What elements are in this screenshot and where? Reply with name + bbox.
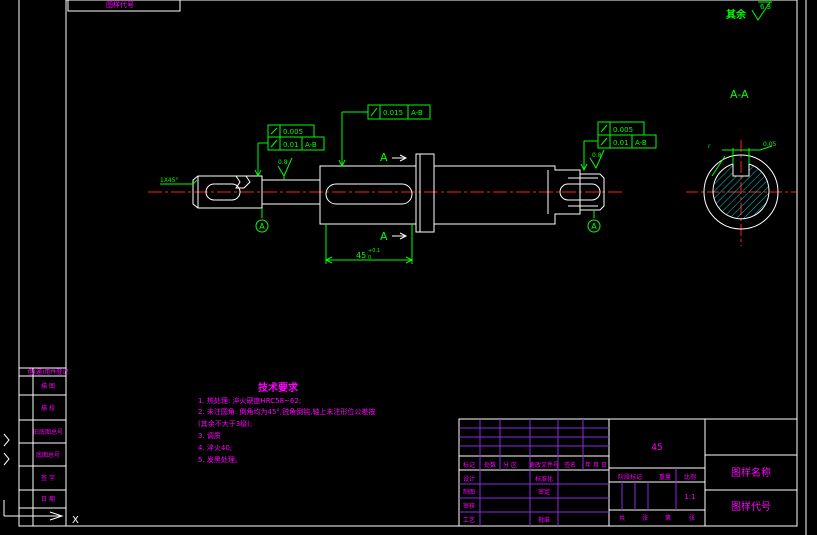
- tb-drawing-code: 图样代号: [731, 500, 771, 513]
- side-label-1: 描 图: [41, 382, 55, 390]
- tb-sheet-0: 共: [619, 514, 625, 522]
- tol-mid-value: 0.015: [383, 109, 403, 117]
- tol-right-datum: A-B: [635, 139, 647, 147]
- tol-left-datum: A-B: [305, 141, 317, 149]
- tech-requirements: 技术要求 1. 热处理: 淬火硬度HRC58~62; 2. 未注圆角: 倒角均为…: [198, 381, 375, 464]
- tol-mid-datum: A-B: [411, 109, 423, 117]
- side-label-0: 借(通)用件登记: [28, 368, 69, 376]
- tech-line-5: 5. 发黑处理。: [198, 455, 242, 464]
- length-dim-sub: 0: [368, 255, 371, 261]
- tech-title: 技术要求: [258, 381, 299, 394]
- roughness-left: 0.8: [278, 159, 288, 166]
- ucs-icon: [3, 433, 64, 521]
- cut-label-top: A: [380, 151, 388, 164]
- section-title: A-A: [730, 88, 749, 101]
- tb-standardize: 标准化: [535, 475, 553, 483]
- tech-line-3: 3. 调质: [198, 431, 221, 440]
- tol-right-bottom: 0.01: [613, 139, 629, 147]
- shaft-main-view: A A 1X45° A A 45 +0.1 0: [148, 104, 657, 264]
- roughness-right: 0.8: [592, 152, 602, 159]
- tech-line-2: (其余不大于3级);: [198, 419, 252, 428]
- datum-a-left: A: [259, 222, 265, 231]
- tb-weight: 重量: [659, 473, 671, 481]
- length-dim: 45: [356, 251, 366, 260]
- tech-line-1: 2. 未注圆角: 倒角均为45°,锐角倒钝,轴上未注形位公差按: [198, 407, 375, 416]
- side-label-6: 日 期: [41, 495, 55, 503]
- tb-sheet-2: 第: [665, 514, 671, 522]
- tol-frame-mid: [338, 104, 431, 168]
- title-block: 45 图样名称 图样代号 标记 处数 分 区 更改文件号 签名 年 月 日 设计…: [458, 418, 798, 527]
- cut-label-bottom: A: [380, 230, 388, 243]
- tb-drawing-name: 图样名称: [731, 466, 771, 479]
- tb-row-0: 设计: [463, 475, 475, 483]
- side-label-2: 描 校: [41, 404, 55, 412]
- tol-right-top: 0.005: [613, 126, 633, 134]
- tol-frame-left: [254, 124, 325, 178]
- tech-line-4: 4. 淬火40;: [198, 443, 232, 452]
- tb-row-1: 制图: [463, 488, 475, 496]
- tol-left-top: 0.005: [283, 128, 303, 136]
- length-dim-sup: +0.1: [368, 248, 380, 254]
- tol-frame-right: [580, 121, 657, 172]
- side-label-4: 底图总号: [36, 451, 60, 459]
- side-register-table: 借(通)用件登记 描 图 描 校 旧底图总号 底图总号 签 字 日 期 X: [3, 367, 79, 527]
- tb-check: 批准: [538, 516, 550, 524]
- tb-header-1: 处数: [484, 461, 496, 469]
- ucs-x-label: X: [72, 515, 79, 526]
- tb-material: 45: [651, 443, 662, 453]
- top-stamp-text: 图样代号: [106, 0, 134, 9]
- tb-header-2: 分 区: [503, 461, 517, 469]
- tb-approve: 审定: [538, 488, 550, 496]
- tb-stage: 阶段标记: [618, 473, 642, 481]
- roughness-value: 6.3: [760, 3, 771, 11]
- tb-header-4: 签名: [564, 461, 576, 469]
- tb-scale: 比例: [684, 473, 696, 481]
- tb-header-3: 更改文件号: [529, 461, 559, 469]
- side-label-3: 旧底图总号: [33, 428, 63, 436]
- section-tol: 0.05: [763, 141, 777, 148]
- tb-row-2: 审核: [463, 502, 475, 510]
- tb-header-5: 年 月 日: [585, 461, 607, 469]
- tb-sheet-3: 张: [689, 514, 695, 522]
- tol-left-bottom: 0.01: [283, 141, 299, 149]
- tech-line-0: 1. 热处理: 淬火硬度HRC58~62;: [198, 396, 301, 405]
- roughness-label: 其余: [726, 8, 747, 21]
- tb-header-0: 标记: [463, 461, 475, 469]
- datum-a-right: A: [591, 222, 597, 231]
- chamfer-note: 1X45°: [160, 177, 179, 184]
- section-dim: r: [708, 143, 711, 150]
- tb-row-3: 工艺: [463, 516, 475, 524]
- tb-scale-value: 1:1: [684, 493, 695, 501]
- tb-sheet-1: 张: [642, 514, 648, 522]
- side-label-5: 签 字: [41, 474, 55, 482]
- top-stamp: 图样代号: [67, 0, 181, 12]
- roughness-note: 其余 6.3: [726, 1, 772, 21]
- section-view: A-A r 0.05: [686, 88, 796, 246]
